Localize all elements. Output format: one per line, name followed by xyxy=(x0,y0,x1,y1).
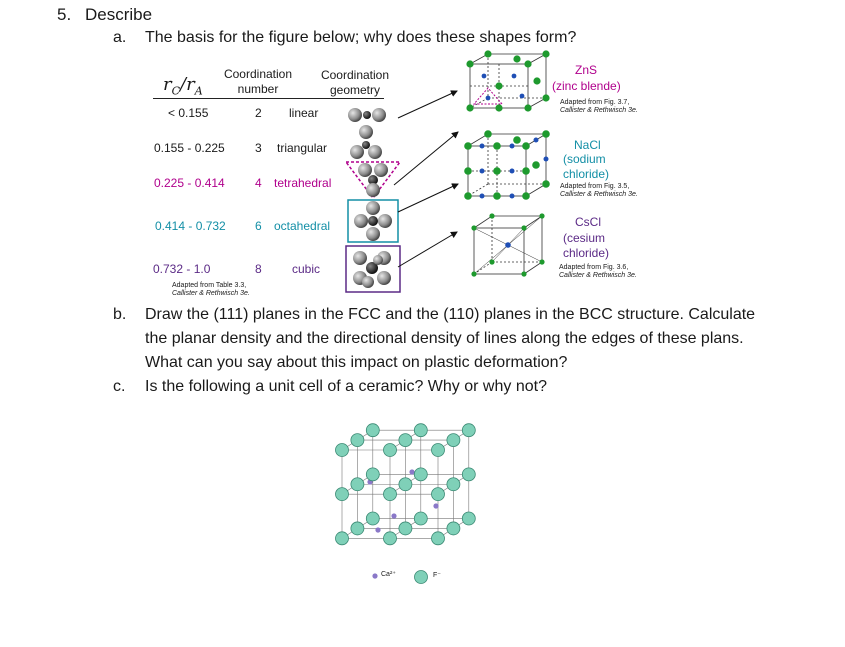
arrow-zns xyxy=(397,90,458,119)
octahedral-geometry-icon xyxy=(347,199,399,243)
row-range: 0.732 - 1.0 xyxy=(153,262,211,276)
ratio-header: rC/rA xyxy=(163,74,203,98)
nacl-unit-cell xyxy=(464,130,550,200)
fluorine-ion xyxy=(431,531,445,546)
zns-formula: ZnS xyxy=(575,63,598,77)
part-c-label: c. xyxy=(113,378,126,395)
row-cn: 2 xyxy=(255,106,262,120)
question-number: 5. xyxy=(57,5,72,24)
fluorine-ion xyxy=(335,531,349,546)
cscl-name-line1: (cesium xyxy=(563,231,606,245)
fluorine-legend-label: F⁻ xyxy=(433,572,441,579)
calcium-ion xyxy=(391,513,397,519)
fluorine-ion xyxy=(413,467,428,482)
zns-name: (zinc blende) xyxy=(552,79,621,93)
fluorine-ion xyxy=(383,487,397,502)
fluorine-ion xyxy=(383,531,397,546)
fluorine-ion xyxy=(431,487,445,502)
zns-credit: Adapted from Fig. 3.7, Callister & Rethw… xyxy=(560,99,638,114)
part-a-label: a. xyxy=(113,29,127,46)
row-range: 0.155 - 0.225 xyxy=(154,141,225,155)
question-title: Describe xyxy=(85,5,153,24)
fluorine-ion xyxy=(398,433,413,448)
part-c-text: Is the following a unit cell of a cerami… xyxy=(145,378,547,395)
arrow-cscl xyxy=(397,231,458,268)
header-coordination-geometry: Coordination geometry xyxy=(320,68,390,97)
row-geometry: octahedral xyxy=(274,219,331,233)
fluorine-ion xyxy=(446,521,461,536)
row-cn: 4 xyxy=(255,176,262,190)
nacl-formula: NaCl xyxy=(574,138,601,152)
calcium-legend-icon xyxy=(372,573,378,579)
fluorine-ion xyxy=(350,521,365,536)
calcium-legend-label: Ca²⁺ xyxy=(381,571,396,578)
part-b-line-3: What can you say about this impact on pl… xyxy=(145,354,568,371)
fluorine-ion xyxy=(413,423,428,438)
coordination-geometry-figures xyxy=(344,108,402,293)
fluorine-ion xyxy=(350,433,365,448)
table-credit: Adapted from Table 3.3, Callister & Reth… xyxy=(172,282,250,297)
calcium-ion xyxy=(409,469,415,475)
fluorine-ion xyxy=(365,511,380,526)
cubic-geometry-icon xyxy=(345,245,401,293)
fluorine-ion xyxy=(398,477,413,492)
tetrahedral-geometry-icon xyxy=(344,161,402,200)
row-range: < 0.155 xyxy=(168,106,209,120)
fluorine-legend-icon xyxy=(414,570,428,584)
cscl-credit: Adapted from Fig. 3.6, Callister & Rethw… xyxy=(559,264,637,279)
zns-unit-cell xyxy=(466,50,550,112)
row-cn: 3 xyxy=(255,141,262,155)
fluorine-ion xyxy=(365,467,380,482)
cscl-formula: CsCl xyxy=(575,215,601,229)
fluorine-ion xyxy=(461,423,476,438)
arrow-tetrahedral xyxy=(393,131,459,186)
fluorite-unit-cell xyxy=(335,423,476,546)
calcium-ion xyxy=(375,527,381,533)
calcium-ion xyxy=(433,503,439,509)
triangular-geometry-icon xyxy=(350,125,382,159)
table-header-rule xyxy=(153,98,384,99)
row-geometry: cubic xyxy=(292,262,321,276)
row-range: 0.414 - 0.732 xyxy=(155,219,226,233)
row-geometry: linear xyxy=(289,106,319,120)
fluorine-ion xyxy=(350,477,365,492)
row-cn: 8 xyxy=(255,262,262,276)
part-b-line-2: the planar density and the directional d… xyxy=(145,330,744,347)
row-geometry: tetrahedral xyxy=(274,176,332,190)
cscl-unit-cell xyxy=(471,213,545,277)
fluorine-ion xyxy=(413,511,428,526)
fluorine-ion xyxy=(335,487,349,502)
header-coordination-number: Coordination number xyxy=(223,67,293,96)
nacl-name-line2: chloride) xyxy=(563,167,610,181)
part-a-text: The basis for the figure below; why does… xyxy=(145,29,577,46)
fluorine-ion xyxy=(431,443,445,457)
fluorine-ion xyxy=(461,467,476,482)
fluorine-ion xyxy=(398,521,413,536)
fluorine-ion xyxy=(446,477,461,492)
row-cn: 6 xyxy=(255,219,262,233)
fluorine-ion xyxy=(461,511,476,526)
fluorine-ion xyxy=(335,443,349,457)
fluorine-ion xyxy=(365,423,380,438)
row-range: 0.225 - 0.414 xyxy=(154,176,225,190)
linear-geometry-icon xyxy=(348,108,386,122)
nacl-name-line1: (sodium xyxy=(563,152,606,166)
part-b-label: b. xyxy=(113,306,127,323)
fluorine-ion xyxy=(383,443,397,457)
part-b-line-1: Draw the (111) planes in the FCC and the… xyxy=(145,306,756,323)
row-geometry: triangular xyxy=(277,141,328,155)
nacl-credit: Adapted from Fig. 3.5, Callister & Rethw… xyxy=(560,183,638,198)
cscl-name-line2: chloride) xyxy=(563,246,610,260)
arrow-nacl xyxy=(397,183,459,213)
fluorine-ion xyxy=(446,433,461,448)
